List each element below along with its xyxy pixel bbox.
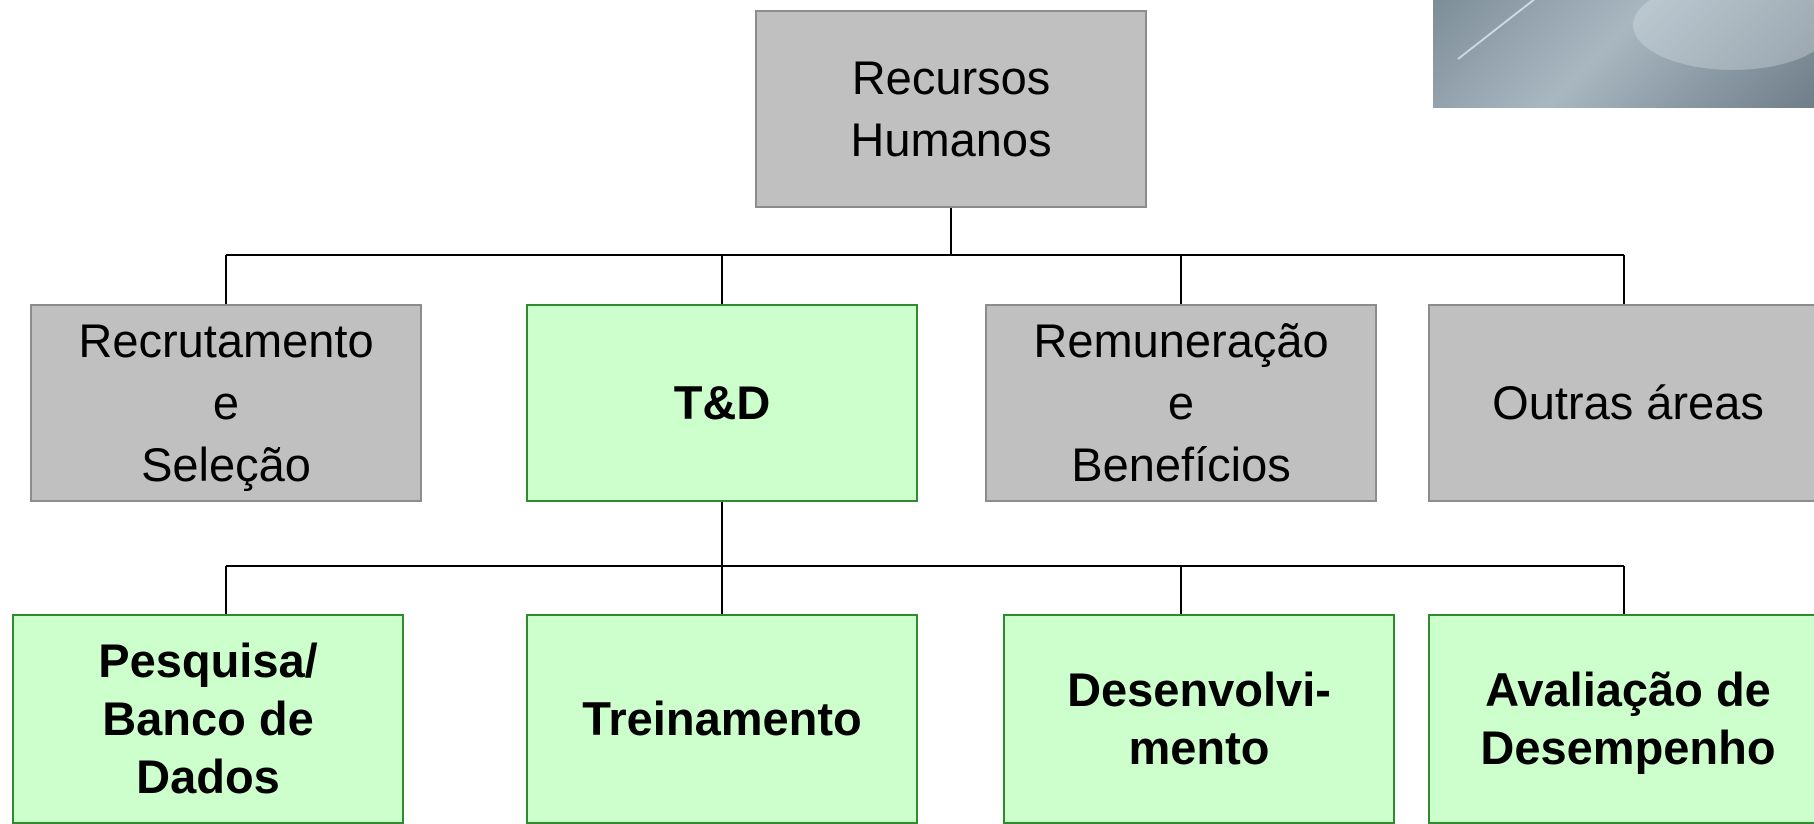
node-td: T&D (526, 304, 918, 502)
node-avaliacao-de-desempenho-label: Avaliação de Desempenho (1480, 663, 1776, 774)
node-recrutamento-e-selecao: Recrutamento e Seleção (30, 304, 422, 502)
node-td-label: T&D (673, 376, 771, 429)
node-treinamento: Treinamento (526, 614, 918, 824)
node-remuneracao-e-beneficios: Remuneração e Benefícios (985, 304, 1377, 502)
decorative-corner-image (1433, 0, 1814, 108)
node-desenvolvimento: Desenvolvi- mento (1003, 614, 1395, 824)
node-pesquisa-banco-de-dados-label: Pesquisa/ Banco de Dados (98, 634, 318, 803)
node-remuneracao-e-beneficios-label: Remuneração e Benefícios (1033, 314, 1329, 491)
node-recursos-humanos: Recursos Humanos (755, 10, 1147, 208)
node-recursos-humanos-label: Recursos Humanos (850, 51, 1052, 166)
connector-lines (225, 208, 1625, 614)
node-recrutamento-e-selecao-label: Recrutamento e Seleção (78, 314, 374, 491)
node-desenvolvimento-label: Desenvolvi- mento (1067, 663, 1331, 774)
node-pesquisa-banco-de-dados: Pesquisa/ Banco de Dados (12, 614, 404, 824)
node-treinamento-label: Treinamento (582, 692, 862, 745)
node-outras-areas-label: Outras áreas (1492, 376, 1764, 429)
node-avaliacao-de-desempenho: Avaliação de Desempenho (1428, 614, 1814, 824)
node-outras-areas: Outras áreas (1428, 304, 1814, 502)
